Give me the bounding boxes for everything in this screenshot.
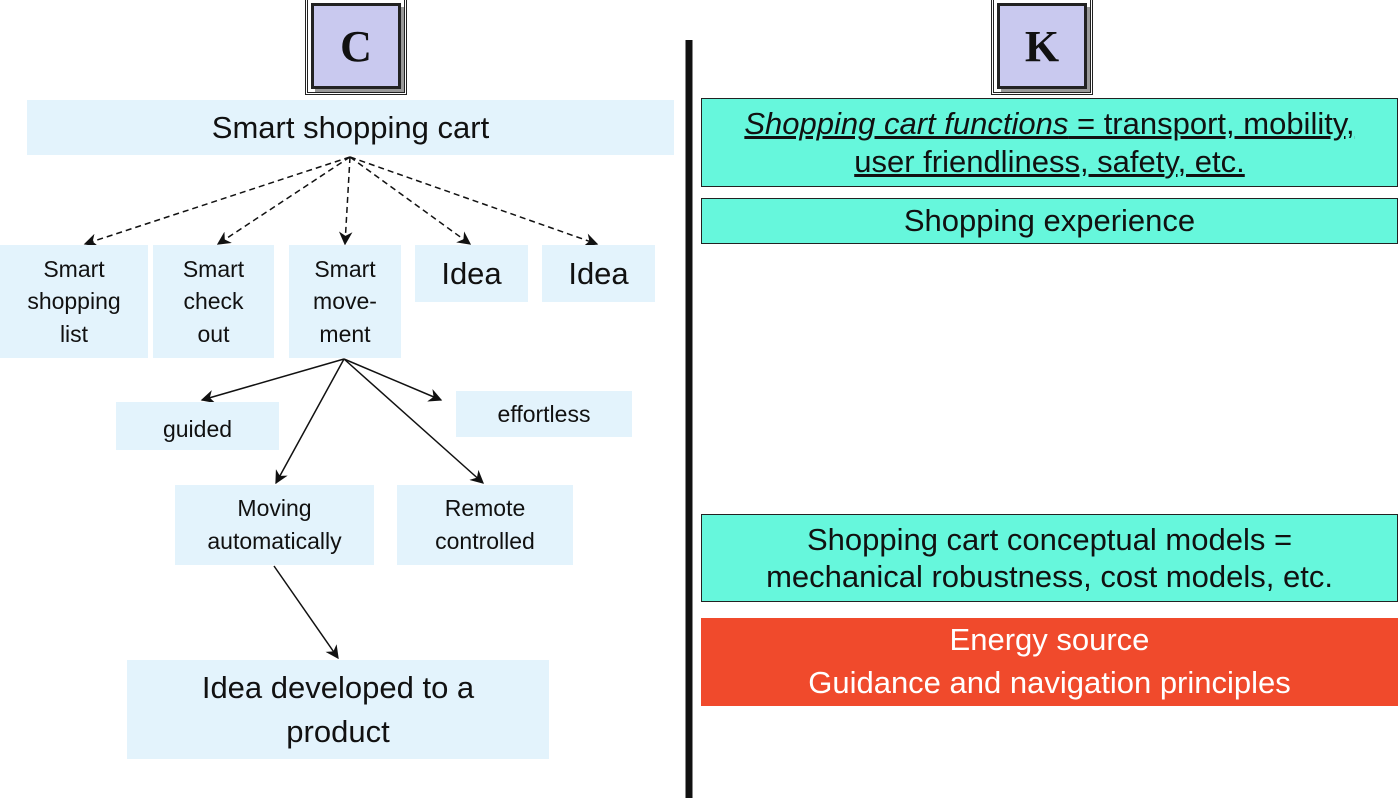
arrow-to-product [273,565,339,660]
arrow-to-guided [200,358,345,404]
moving-auto-line1: Moving [237,495,312,522]
models-box: Shopping cart conceptual models = mechan… [701,514,1398,602]
root-concept-text: Smart shopping cart [211,109,490,145]
solid-arrows [200,358,485,660]
models-line1: Shopping cart conceptual models = [806,521,1293,557]
product-box: Idea developed to a product [127,660,549,759]
guided-text: guided [162,415,233,442]
smart-checkout-line1: Smart [182,255,245,282]
functions-line1: Shopping cart functions = transport, mob… [744,105,1354,142]
functions-box: Shopping cart functions = transport, mob… [701,98,1398,187]
energy-text: Energy source [949,622,1150,658]
smart-movement-line2: move- [313,288,377,315]
moving-auto-line2: automatically [207,528,342,554]
experience-box: Shopping experience [701,198,1398,244]
product-line2: product [286,713,390,749]
effortless-box: effortless [456,391,632,437]
smart-movement-line3: ment [319,320,371,347]
smart-list-box: Smart shopping list [0,245,148,358]
arrow-to-smart-movement [338,156,353,246]
arrow-to-effortless [343,358,443,402]
idea-box-2: Idea [542,245,655,302]
smart-checkout-box: Smart check out [153,245,274,358]
remote-line1: Remote [444,495,526,522]
smart-list-line3: list [59,320,89,347]
smart-list-line2: shopping [27,288,121,315]
c-label-text: C [340,21,372,71]
functions-line1-rest: = transport, mobility, [1068,106,1355,142]
k-label: K [991,0,1093,95]
arrow-to-smart-checkout [216,156,351,245]
functions-line2: user friendliness, safety, etc. [854,143,1245,179]
idea-box-1: Idea [415,245,528,302]
idea-text-2: Idea [568,255,629,291]
dashed-arrows [83,156,599,247]
arrow-to-idea1 [349,156,472,245]
smart-movement-box: Smart move- ment [289,245,401,358]
functions-title: Shopping cart functions [744,106,1069,142]
idea-text-1: Idea [441,255,502,291]
root-concept-box: Smart shopping cart [27,100,674,155]
arrow-to-smart-list [83,156,351,247]
smart-checkout-line2: check [183,288,244,315]
guided-box: guided [116,402,279,450]
c-label: C [305,0,407,95]
remote-line2: controlled [435,528,535,554]
product-line1: Idea developed to a [201,670,475,706]
smart-checkout-line3: out [197,320,230,347]
energy-guidance-box: Energy source Guidance and navigation pr… [701,618,1398,706]
moving-auto-box: Moving automatically [175,485,374,565]
guidance-text: Guidance and navigation principles [808,665,1291,700]
arrow-to-moving-auto [275,358,345,485]
k-label-text: K [1024,21,1060,71]
models-line2: mechanical robustness, cost models, etc. [766,559,1333,594]
remote-box: Remote controlled [397,485,573,565]
effortless-text: effortless [497,400,591,427]
smart-movement-line1: Smart [314,255,376,282]
experience-text: Shopping experience [903,203,1196,239]
arrow-to-idea2 [349,156,599,247]
smart-list-line1: Smart [43,255,105,282]
arrow-to-remote [343,358,485,484]
